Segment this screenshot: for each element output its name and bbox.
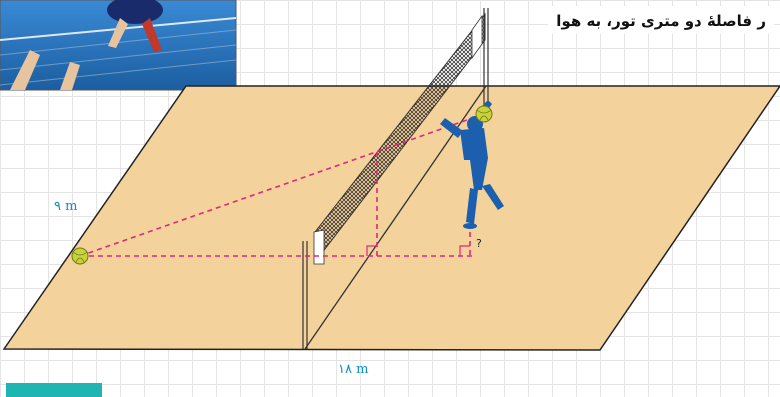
player-photo — [0, 0, 237, 91]
court-width-label: ۹ m — [54, 199, 77, 214]
volleyball-icon — [71, 247, 89, 265]
court-surface — [2, 85, 780, 351]
volleyball-icon — [475, 105, 493, 123]
trajectory-lines — [79, 113, 485, 257]
court-length-label: ۱۸ m — [338, 362, 368, 377]
net — [302, 8, 489, 349]
problem-caption: ر فاصلهٔ دو متری تور، به هوا — [548, 6, 774, 34]
right-angle-icon — [366, 245, 470, 256]
unknown-height-label: ? — [476, 237, 482, 250]
player-silhouette-icon — [440, 100, 504, 229]
section-marker-bar — [6, 383, 102, 397]
